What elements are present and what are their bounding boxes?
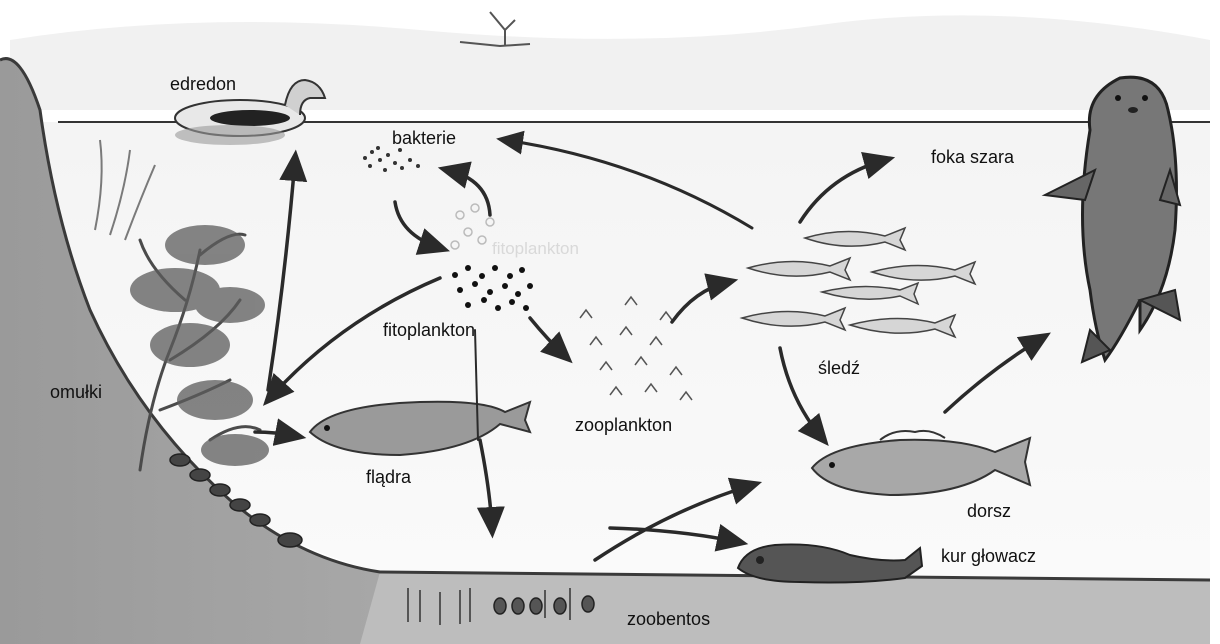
- label-dorsz: dorsz: [967, 502, 1011, 520]
- label-fladra: flądra: [366, 468, 411, 486]
- label-foka-szara: foka szara: [931, 148, 1014, 166]
- label-bakterie: bakterie: [392, 129, 456, 147]
- label-sledz: śledź: [818, 359, 860, 377]
- label-fitoplankton-faint: fitoplankton: [492, 240, 579, 257]
- label-zoobentos: zoobentos: [627, 610, 710, 628]
- label-omulki: omułki: [50, 383, 102, 401]
- sea-bottom: [360, 572, 1210, 644]
- label-zooplankton: zooplankton: [575, 416, 672, 434]
- label-kur-glowacz: kur głowacz: [941, 547, 1036, 565]
- label-fitoplankton: fitoplankton: [383, 321, 475, 339]
- label-edredon: edredon: [170, 75, 236, 93]
